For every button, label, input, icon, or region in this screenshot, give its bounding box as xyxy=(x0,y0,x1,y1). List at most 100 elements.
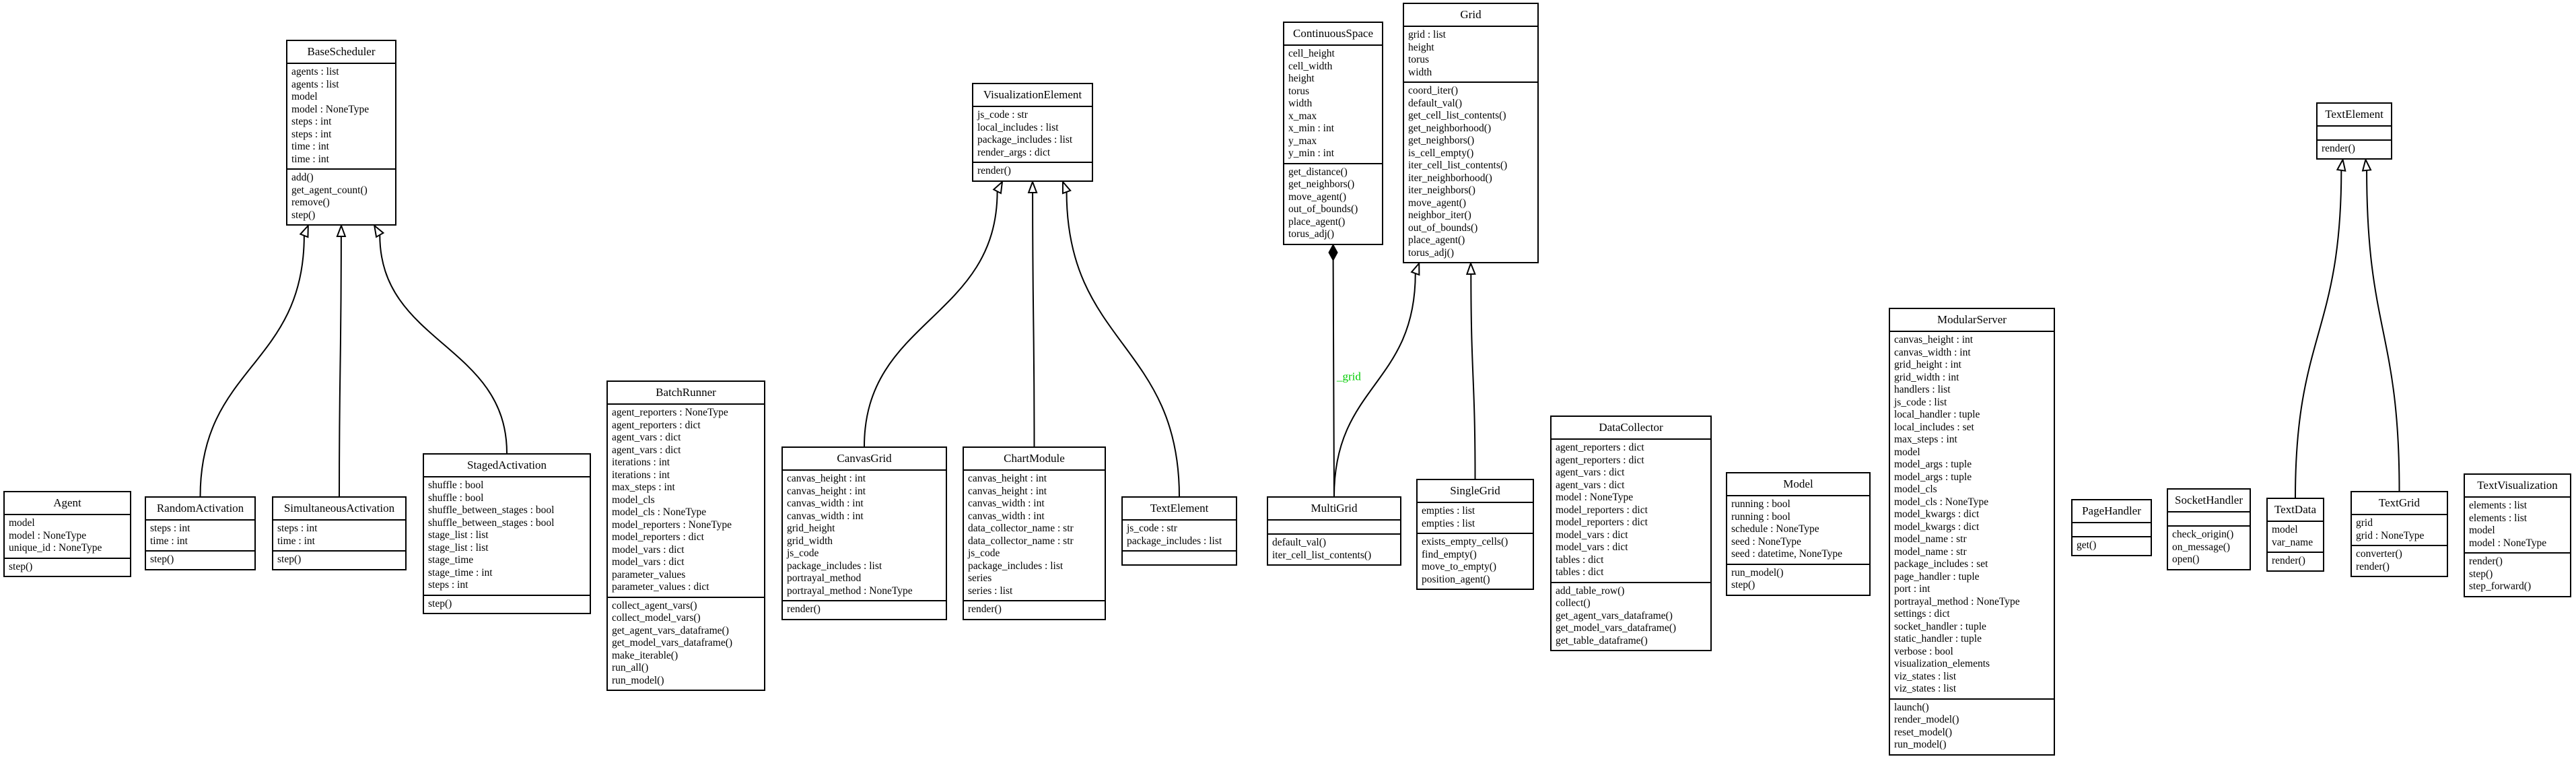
method: render() xyxy=(2356,560,2390,572)
attribute: port : int xyxy=(1894,583,1930,595)
class-name: TextElement xyxy=(1123,498,1236,521)
method: run_all() xyxy=(612,662,649,673)
attribute: width xyxy=(1408,66,1432,78)
edge-line xyxy=(339,236,342,497)
attribute: cell_width xyxy=(1288,60,1333,72)
attribute: series : list xyxy=(968,585,1013,597)
attribute: series xyxy=(968,572,992,584)
class-methods: render() xyxy=(783,601,946,619)
inheritance-edge xyxy=(199,224,309,497)
attribute: height xyxy=(1408,41,1434,53)
attribute: model : NoneType xyxy=(9,529,87,541)
inheritance-edge xyxy=(373,224,508,454)
method: render() xyxy=(787,603,821,615)
attribute: y_max xyxy=(1288,135,1317,147)
method: get_neighbors() xyxy=(1288,178,1355,190)
attribute: cell_height xyxy=(1288,48,1335,59)
attribute: canvas_height : int xyxy=(968,485,1047,497)
class-name: BatchRunner xyxy=(608,382,764,405)
method: step() xyxy=(428,597,452,609)
method: launch() xyxy=(1894,701,1929,713)
attribute: static_handler : tuple xyxy=(1894,633,1982,644)
attribute: agents : list xyxy=(291,66,339,77)
class-attributes xyxy=(2168,512,2250,527)
attribute: model_cls : NoneType xyxy=(1894,496,1989,508)
method: converter() xyxy=(2356,548,2402,560)
class-methods: render() xyxy=(973,163,1092,180)
attribute: agent_vars : dict xyxy=(1556,479,1625,491)
edge-line xyxy=(1332,259,1335,497)
method: get_agent_vars_dataframe() xyxy=(612,624,729,636)
method: step() xyxy=(1731,579,1755,591)
attribute: model_name : str xyxy=(1894,533,1967,545)
method: step() xyxy=(150,554,174,565)
method: render_model() xyxy=(1894,714,1959,725)
attribute: model_reporters : dict xyxy=(1556,517,1648,528)
class-methods: check_origin()on_message()open() xyxy=(2168,527,2250,569)
attribute: canvas_height : int xyxy=(787,485,866,497)
attribute: canvas_width : int xyxy=(1894,346,1971,358)
attribute: model xyxy=(1894,446,1920,458)
method: add() xyxy=(291,172,314,183)
attribute: agent_reporters : dict xyxy=(1556,442,1644,453)
method: get_table_dataframe() xyxy=(1556,634,1648,646)
attribute: package_includes : list xyxy=(968,560,1064,572)
edge-line xyxy=(1333,273,1416,497)
class-name: ModularServer xyxy=(1890,309,2054,332)
attribute: height xyxy=(1288,73,1315,84)
attribute: package_includes : list xyxy=(1127,535,1222,547)
method: move_agent() xyxy=(1288,191,1347,203)
attribute: x_max xyxy=(1288,110,1317,122)
composition-edge: _grid xyxy=(1328,243,1361,497)
attribute: js_code : list xyxy=(1894,396,1947,408)
class-name: SocketHandler xyxy=(2168,490,2250,512)
class-methods: step() xyxy=(424,596,590,613)
method: run_model() xyxy=(612,674,664,686)
attribute: iterations : int xyxy=(612,457,670,468)
method: move_agent() xyxy=(1408,197,1467,209)
class-methods: launch()render_model()reset_model()run_m… xyxy=(1890,700,2054,754)
method: iter_cell_list_contents() xyxy=(1408,160,1508,171)
method: torus_adj() xyxy=(1288,228,1335,240)
class-methods: render() xyxy=(2268,553,2323,570)
attribute: agent_vars : dict xyxy=(612,444,681,456)
attribute: model_vars : dict xyxy=(1556,529,1628,541)
class-methods: converter()render() xyxy=(2352,546,2447,576)
attribute: parameter_values xyxy=(612,568,686,580)
inheritance-arrowhead xyxy=(373,224,385,238)
edge-line xyxy=(379,234,508,454)
inheritance-edge xyxy=(1465,261,1476,479)
attribute: model_vars : dict xyxy=(1556,541,1628,553)
inheritance-arrowhead xyxy=(299,224,309,238)
inheritance-edge xyxy=(336,224,347,497)
method: collect() xyxy=(1556,597,1591,609)
method: coord_iter() xyxy=(1408,85,1459,96)
inheritance-edge xyxy=(1027,180,1038,447)
edge-line xyxy=(2366,170,2400,492)
attribute: package_includes : set xyxy=(1894,558,1988,570)
attribute: var_name xyxy=(2272,536,2313,548)
attribute: canvas_height : int xyxy=(1894,334,1974,345)
attribute: model xyxy=(9,517,35,529)
attribute: agent_reporters : dict xyxy=(1556,454,1644,466)
attribute: grid_width xyxy=(787,535,833,547)
attribute: js_code xyxy=(787,548,819,559)
attribute: agent_reporters : dict xyxy=(612,419,701,431)
attribute: model : NoneType xyxy=(2469,537,2547,549)
attribute: portrayal_method : NoneType xyxy=(1894,595,2020,607)
method: step_forward() xyxy=(2469,580,2532,592)
attribute: model_vars : dict xyxy=(612,556,685,568)
